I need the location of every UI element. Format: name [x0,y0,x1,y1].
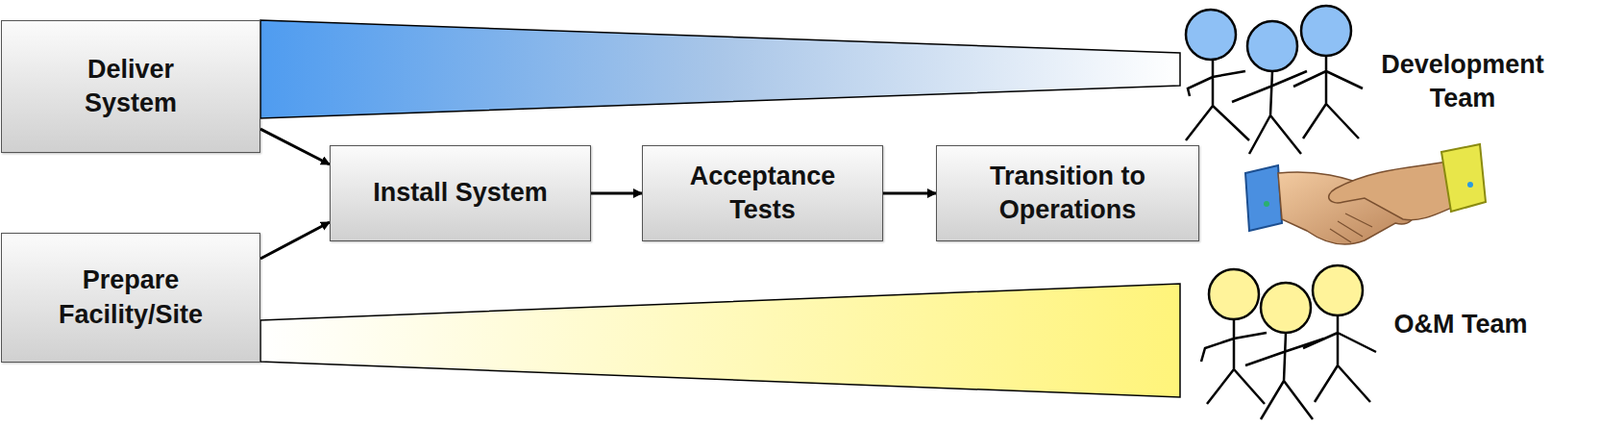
box-text: Install System [372,175,548,210]
box-text: Deliver System [53,52,208,121]
deliver-box: Deliver System [0,20,261,153]
box-text: Transition to Operations [947,159,1188,227]
process-box: Install System [329,145,591,242]
box-text: Prepare Facility/Site [20,263,242,331]
process-box: Transition to Operations [935,145,1200,242]
team-label: Development Team [1352,48,1574,116]
flow-arrow [590,192,642,196]
development-wedge [260,20,1181,119]
flow-arrow [260,221,330,259]
flow-arrow [883,192,936,196]
handshake-icon [1245,144,1486,245]
development-figures [1185,5,1363,154]
team-label: O&M Team [1364,307,1557,342]
box-text: Acceptance Tests [666,159,860,227]
prepare-box: Prepare Facility/Site [0,232,261,363]
om-wedge [260,283,1181,397]
flow-arrow [260,128,330,165]
process-box: Acceptance Tests [641,145,884,242]
om-figures [1201,265,1377,419]
